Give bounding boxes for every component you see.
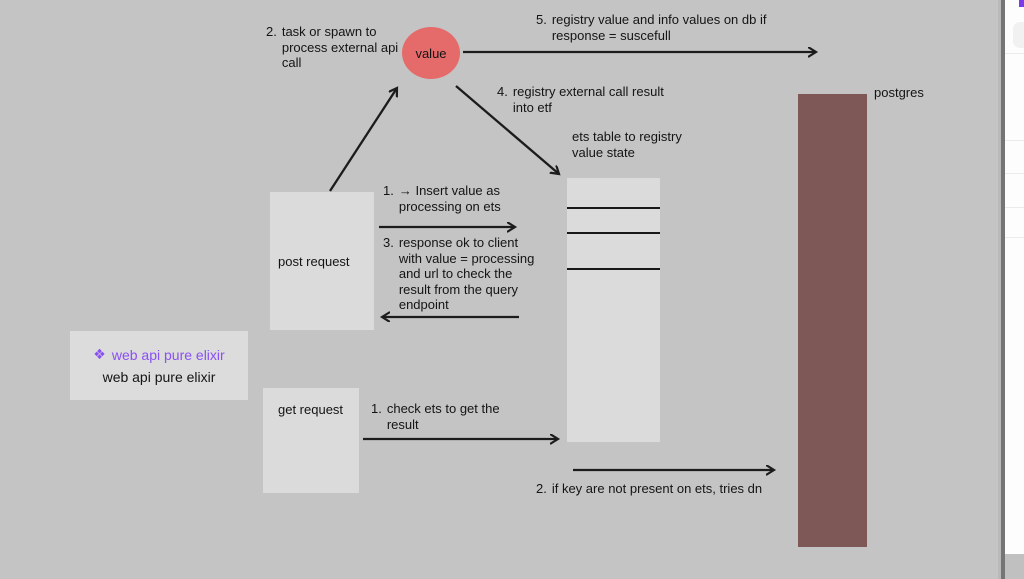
diamond-icon: ❖ xyxy=(93,346,106,362)
purple-corner-mark xyxy=(1019,0,1024,7)
side-row-divider xyxy=(1005,140,1024,141)
postgres-label[interactable]: postgres xyxy=(874,85,924,100)
note-text: if key are not present on ets, tries dn xyxy=(551,481,763,496)
web-api-title: web api pure elixir xyxy=(102,369,216,385)
web-api-link[interactable]: ❖ web api pure elixir xyxy=(93,346,224,363)
note-number: 1. xyxy=(383,183,394,198)
side-row-divider xyxy=(1005,173,1024,174)
note-number: 2. xyxy=(266,24,277,39)
ets-table-row xyxy=(567,209,660,234)
web-api-node[interactable]: ❖ web api pure elixir web api pure elixi… xyxy=(70,331,248,400)
arrow-task-spawn[interactable] xyxy=(329,88,397,192)
note-number: 3. xyxy=(383,235,394,250)
note-check-ets[interactable]: 1. check ets to get the result xyxy=(371,401,531,432)
post-request-node[interactable]: post request xyxy=(270,192,374,330)
note-number: 2. xyxy=(536,481,547,496)
value-node[interactable]: value xyxy=(402,27,460,79)
note-ets-label[interactable]: ets table to registry value state xyxy=(572,129,712,160)
get-request-label: get request xyxy=(278,402,344,417)
side-window-sliver xyxy=(1005,0,1024,554)
ets-table-node[interactable] xyxy=(567,178,660,442)
post-request-label: post request xyxy=(278,253,350,269)
note-registry-db[interactable]: 5. registry value and info values on db … xyxy=(536,12,806,43)
side-row-divider xyxy=(1005,53,1024,54)
note-text: → Insert value as processing on ets xyxy=(398,183,501,214)
note-text: check ets to get the result xyxy=(386,401,500,432)
ets-table-row xyxy=(567,234,660,270)
note-key-not-present[interactable]: 2. if key are not present on ets, tries … xyxy=(536,481,816,497)
side-row-divider xyxy=(1005,237,1024,238)
note-text: ets table to registry value state xyxy=(572,129,682,160)
scrollbar-track[interactable] xyxy=(998,0,1001,579)
get-request-node[interactable]: get request xyxy=(263,388,359,493)
note-text: registry value and info values on db if … xyxy=(551,12,767,43)
note-number: 4. xyxy=(497,84,508,99)
side-row-divider xyxy=(1005,207,1024,208)
side-window-footer xyxy=(1005,554,1024,579)
ets-table-row xyxy=(567,178,660,209)
note-registry-etf[interactable]: 4. registry external call result into et… xyxy=(497,84,697,115)
note-insert-value[interactable]: 1. → Insert value as processing on ets xyxy=(383,183,543,214)
note-number: 5. xyxy=(536,12,547,27)
note-text: response ok to client with value = proce… xyxy=(398,235,535,312)
note-text: registry external call result into etf xyxy=(512,84,664,115)
scrollbar-thumb[interactable] xyxy=(1001,0,1005,579)
web-api-link-label: web api pure elixir xyxy=(111,346,225,363)
note-number: 1. xyxy=(371,401,382,416)
note-text: task or spawn to process external api ca… xyxy=(281,24,399,70)
side-panel-button[interactable] xyxy=(1013,22,1024,48)
value-node-label: value xyxy=(415,45,447,61)
note-task-spawn[interactable]: 2. task or spawn to process external api… xyxy=(266,24,406,71)
note-response-ok[interactable]: 3. response ok to client with value = pr… xyxy=(383,235,553,313)
postgres-node[interactable] xyxy=(798,94,867,547)
